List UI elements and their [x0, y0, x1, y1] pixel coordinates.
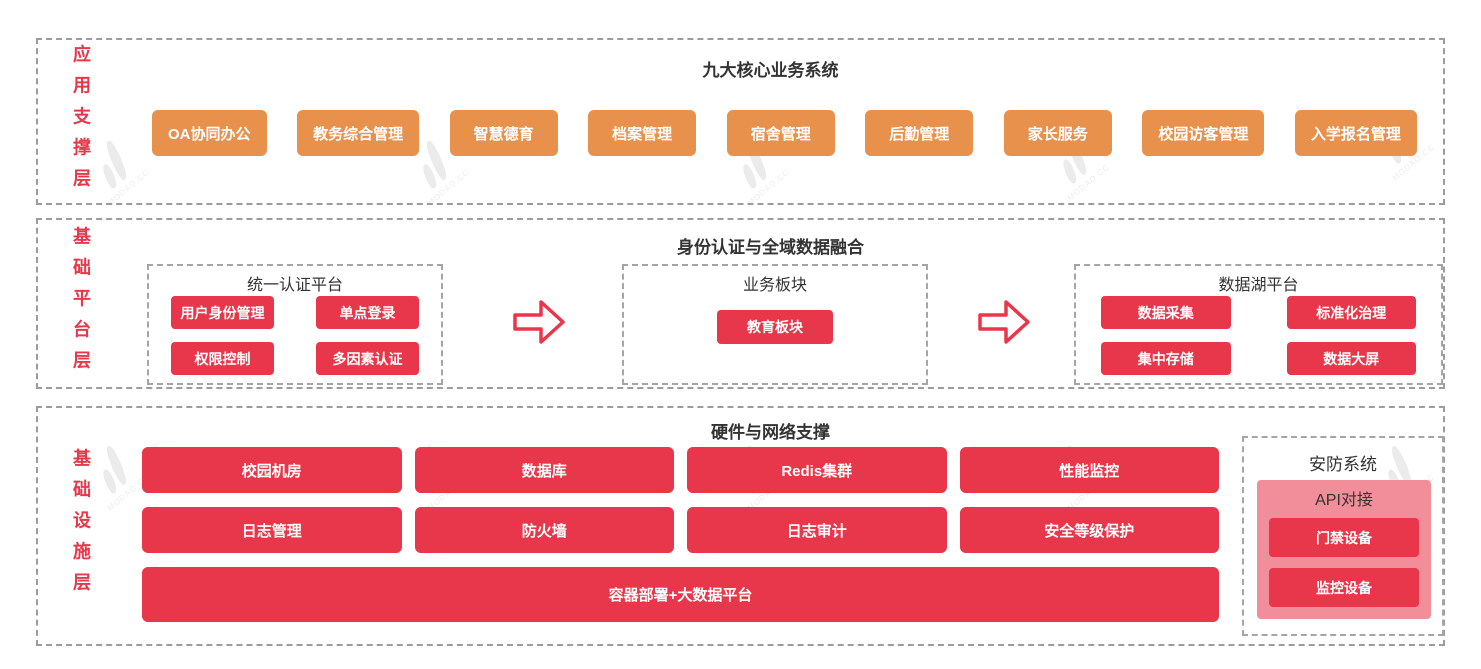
- group-unified-auth: 统一认证平台 用户身份管理 单点登录 权限控制 多因素认证: [147, 264, 443, 385]
- layer-platform-label: 基础平台层: [71, 226, 91, 381]
- auth-nodes: 用户身份管理 单点登录 权限控制 多因素认证: [171, 296, 419, 375]
- group-unified-auth-title: 统一认证平台: [246, 277, 343, 294]
- app-layer-title: 九大核心业务系统: [702, 61, 839, 80]
- node-log-mgmt[interactable]: 日志管理: [142, 507, 402, 553]
- group-business-title: 业务板块: [742, 277, 807, 294]
- node-data-collection[interactable]: 数据采集: [1101, 296, 1231, 329]
- arrow-right-icon: [511, 296, 567, 353]
- data-lake-nodes: 数据采集 标准化治理 集中存储 数据大屏: [1101, 296, 1416, 375]
- node-dorm-mgmt[interactable]: 宿舍管理: [726, 110, 835, 156]
- node-standard-governance[interactable]: 标准化治理: [1286, 296, 1416, 329]
- node-data-dashboard[interactable]: 数据大屏: [1286, 342, 1416, 375]
- node-campus-visitor[interactable]: 校园访客管理: [1142, 110, 1265, 156]
- node-campus-server-room[interactable]: 校园机房: [142, 447, 402, 493]
- node-parent-service[interactable]: 家长服务: [1003, 110, 1112, 156]
- node-academic-mgmt[interactable]: 教务综合管理: [297, 110, 420, 156]
- node-oa-office[interactable]: OA协同办公: [152, 110, 267, 156]
- security-system-title: 安防系统: [1309, 455, 1377, 474]
- node-archive-mgmt[interactable]: 档案管理: [588, 110, 697, 156]
- node-performance-monitor[interactable]: 性能监控: [959, 447, 1219, 493]
- node-monitoring-device[interactable]: 监控设备: [1269, 568, 1419, 607]
- infra-layer-title: 硬件与网络支撑: [711, 423, 830, 442]
- node-enrollment-mgmt[interactable]: 入学报名管理: [1294, 110, 1417, 156]
- node-access-control-device[interactable]: 门禁设备: [1269, 518, 1419, 557]
- layer-infrastructure-label: 基础设施层: [71, 448, 91, 604]
- group-security-system: 安防系统 API对接 门禁设备 监控设备: [1242, 436, 1444, 636]
- layer-app-support-label: 应用支撑层: [71, 44, 91, 199]
- node-mfa[interactable]: 多因素认证: [316, 342, 419, 375]
- arrow-right-icon: [976, 296, 1032, 353]
- core-systems-row: OA协同办公 教务综合管理 智慧德育 档案管理 宿舍管理 后勤管理 家长服务 校…: [152, 110, 1417, 156]
- api-integration-title: API对接: [1315, 492, 1373, 509]
- node-log-audit[interactable]: 日志审计: [687, 507, 947, 553]
- node-smart-moral-edu[interactable]: 智慧德育: [449, 110, 558, 156]
- node-education-section[interactable]: 教育板块: [717, 310, 833, 344]
- node-firewall[interactable]: 防火墙: [414, 507, 674, 553]
- node-container-bigdata-platform[interactable]: 容器部署+大数据平台: [142, 567, 1219, 622]
- group-data-lake: 数据湖平台 数据采集 标准化治理 集中存储 数据大屏: [1074, 264, 1443, 385]
- group-data-lake-title: 数据湖平台: [1218, 277, 1299, 294]
- node-single-sign-on[interactable]: 单点登录: [316, 296, 419, 329]
- node-permission-ctrl[interactable]: 权限控制: [171, 342, 274, 375]
- node-logistics-mgmt[interactable]: 后勤管理: [865, 110, 974, 156]
- node-user-identity-mgmt[interactable]: 用户身份管理: [171, 296, 274, 329]
- node-database[interactable]: 数据库: [414, 447, 674, 493]
- layer-app-support: 应用支撑层 九大核心业务系统 OA协同办公 教务综合管理 智慧德育 档案管理 宿…: [36, 38, 1445, 205]
- node-security-level-protection[interactable]: 安全等级保护: [959, 507, 1219, 553]
- platform-layer-title: 身份认证与全域数据融合: [677, 238, 864, 257]
- infra-nodes-grid: 校园机房 数据库 Redis集群 性能监控 日志管理 防火墙 日志审计 安全等级…: [142, 447, 1219, 622]
- api-integration-panel: API对接 门禁设备 监控设备: [1257, 480, 1431, 619]
- node-central-storage[interactable]: 集中存储: [1101, 342, 1231, 375]
- layer-infrastructure: 基础设施层 硬件与网络支撑 校园机房 数据库 Redis集群 性能监控 日志管理…: [36, 406, 1445, 646]
- layer-platform: 基础平台层 身份认证与全域数据融合 统一认证平台 用户身份管理 单点登录 权限控…: [36, 218, 1445, 389]
- group-business-sections: 业务板块 教育板块: [622, 264, 928, 385]
- node-redis-cluster[interactable]: Redis集群: [687, 447, 947, 493]
